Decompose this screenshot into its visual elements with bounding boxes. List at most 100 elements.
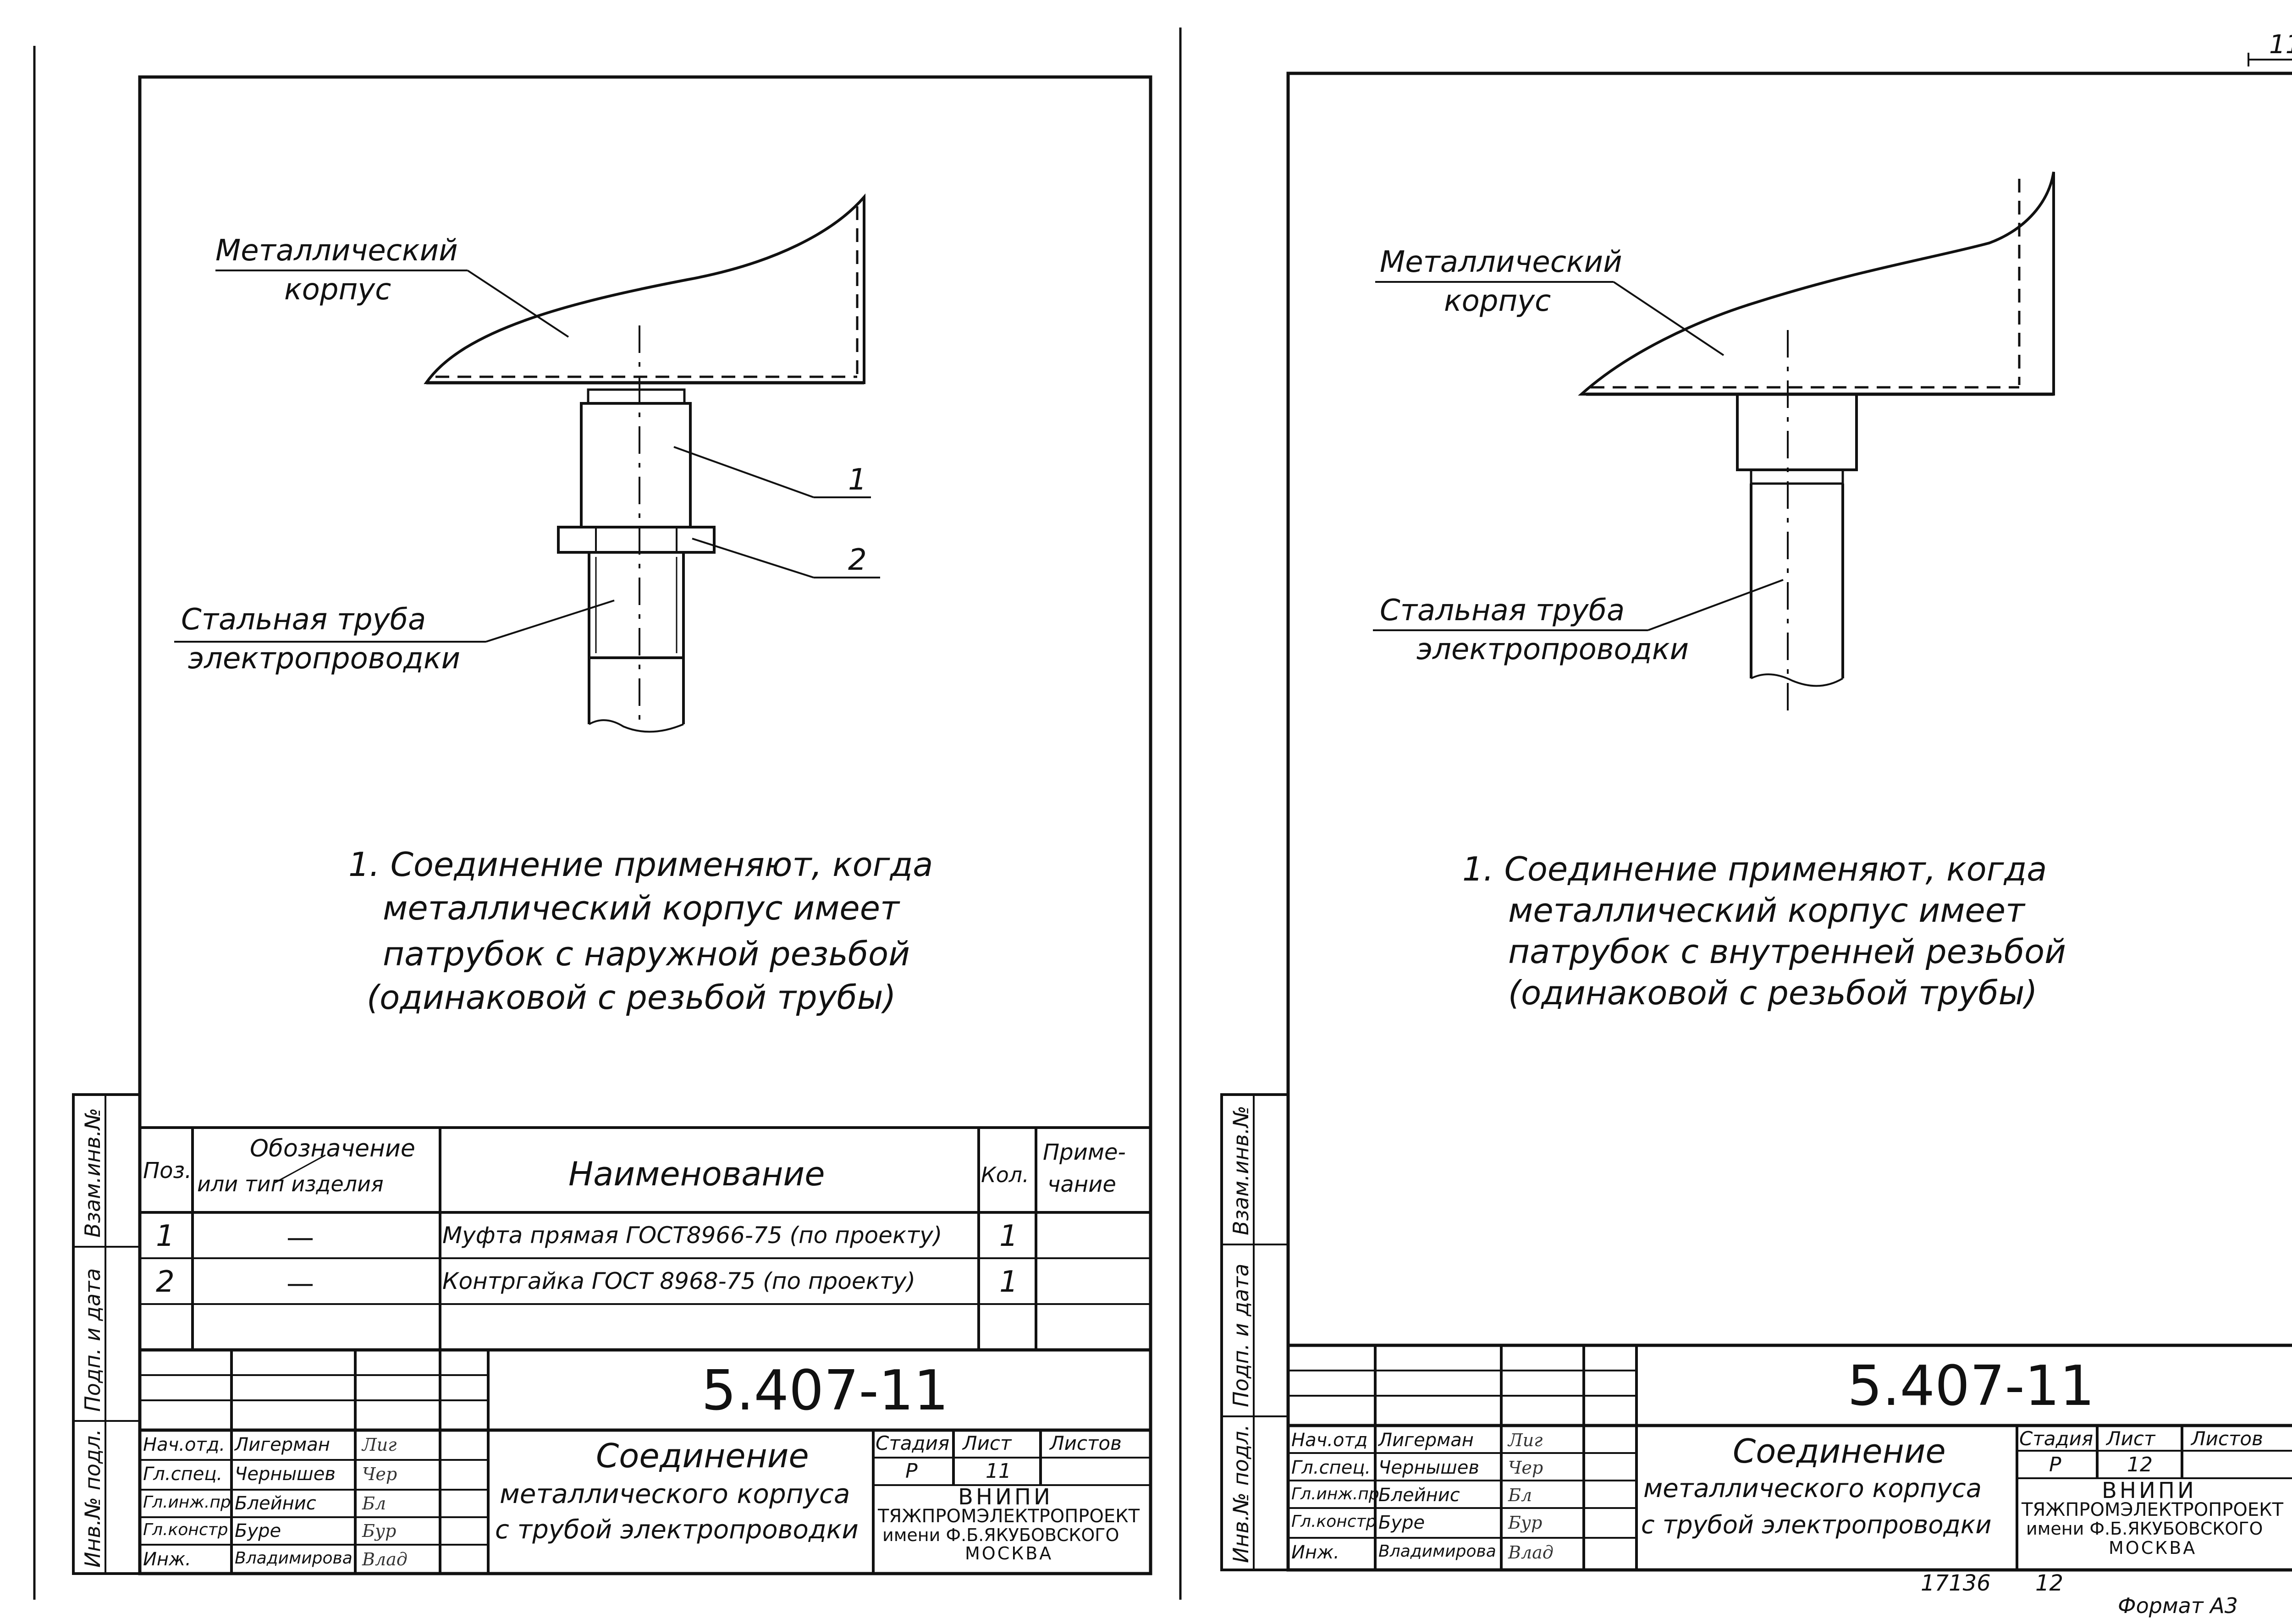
staff-role: Нач.отд [1291, 1430, 1368, 1451]
org-line3: имени Ф.Б.ЯКУБОВСКОГО [882, 1525, 1119, 1545]
callout-metal-body: Металлический [215, 234, 458, 268]
callout-metal-body-2: корпус [1444, 284, 1551, 318]
spec-row2-pos: 2 [156, 1265, 175, 1299]
staff-role: Нач.отд. [143, 1434, 226, 1455]
stage-label: Стадия [876, 1432, 950, 1454]
staff-role: Гл.спец. [1291, 1457, 1371, 1478]
staff-name: Лигерман [235, 1434, 330, 1455]
org-line1: ВНИПИ [958, 1484, 1053, 1510]
spec-row1-name: Муфта прямая ГОСТ8966-75 (по проекту) [442, 1222, 942, 1249]
sheet-value: 12 [2127, 1453, 2153, 1476]
staff-role: Гл.инж.пр [143, 1493, 231, 1512]
nipple-right [1736, 393, 1858, 471]
callout-metal-body-2: корпус [284, 273, 391, 307]
spec-header-note-2: чание [1047, 1172, 1116, 1197]
coupling-pos1 [580, 402, 692, 528]
spec-row2-qty: 1 [999, 1265, 1018, 1299]
document-code: 5.407-11 [1847, 1354, 2095, 1418]
title-line3: с трубой электропроводки [1641, 1510, 1992, 1539]
metal-body-outline-right [1578, 171, 2055, 396]
stage-value: Р [2049, 1453, 2061, 1476]
staff-name: Буре [235, 1520, 281, 1541]
sheet-value: 11 [986, 1459, 1011, 1483]
archive-number: 17136 [1921, 1570, 1991, 1596]
note-line: патрубок с наружной резьбой [383, 935, 910, 973]
right-sheet-frame [1286, 72, 2292, 1572]
page-number: 11 [2269, 30, 2292, 60]
staff-signature: Влад [362, 1549, 408, 1569]
footer-sheet-number: 12 [2035, 1570, 2064, 1596]
staff-signature: Лиг [1508, 1430, 1543, 1450]
staff-name: Блейнис [1378, 1485, 1460, 1506]
staff-signature: Чер [362, 1464, 397, 1484]
staff-role: Гл.спец. [143, 1464, 223, 1485]
callout-pipe: Стальная труба [181, 603, 426, 637]
org-line4: МОСКВА [2109, 1538, 2197, 1558]
org-line4: МОСКВА [965, 1543, 1053, 1563]
staff-role: Инж. [143, 1549, 191, 1570]
org-line1: ВНИПИ [2102, 1478, 2197, 1503]
note-line: (одинаковой с резьбой трубы) [1508, 974, 2038, 1012]
right-side-stamp [1220, 1093, 1289, 1571]
note-line: патрубок с внутренней резьбой [1508, 932, 2066, 971]
side-label-original-inv: Инв.№ подл. [80, 1429, 105, 1568]
staff-signature: Чер [1508, 1458, 1543, 1478]
side-label-sign-date: Подп. и дата [80, 1268, 105, 1412]
staff-signature: Лиг [362, 1435, 397, 1455]
side-label-replacement-inv: Взам.инв.№ [80, 1107, 105, 1238]
pipe-thread-left [588, 551, 685, 659]
left-sheet-frame [138, 75, 1152, 1575]
locknut-pos2 [557, 526, 716, 554]
staff-signature: Бур [1508, 1513, 1543, 1533]
staff-role: Гл.констр [143, 1520, 228, 1539]
title-line2: металлического корпуса [500, 1478, 850, 1509]
staff-signature: Бур [362, 1521, 397, 1541]
org-line2: ТЯЖПРОМЭЛЕКТРОПРОЕКТ [2022, 1499, 2284, 1520]
staff-name: Чернышев [1378, 1457, 1479, 1478]
note-line: металлический корпус имеет [1508, 891, 2025, 930]
staff-role: Гл.констр [1291, 1512, 1377, 1531]
side-label-original-inv: Инв.№ подл. [1229, 1424, 1253, 1563]
side-label-replacement-inv: Взам.инв.№ [1229, 1105, 1253, 1235]
staff-role: Гл.инж.пр [1291, 1485, 1379, 1503]
spec-row1-designation: — [286, 1222, 314, 1254]
title-line3: с трубой электропроводки [495, 1515, 859, 1545]
staff-signature: Бл [362, 1493, 386, 1514]
callout-metal-body: Металлический [1380, 245, 1622, 279]
staff-name: Чернышев [235, 1464, 336, 1485]
sheet-label: Лист [2106, 1427, 2155, 1450]
staff-name: Буре [1378, 1512, 1425, 1533]
staff-role: Инж. [1291, 1542, 1339, 1563]
spec-header-qty: Кол. [981, 1162, 1029, 1187]
note-line: 1. Соединение применяют, когда [1462, 850, 2047, 888]
sheets-count-label: Листов [2191, 1427, 2263, 1450]
staff-name: Лигерман [1378, 1430, 1474, 1451]
title-line1: Соединение [1733, 1432, 1946, 1470]
spec-header-designation-2: или тип изделия [197, 1172, 384, 1196]
note-line: металлический корпус имеет [383, 889, 899, 927]
spec-header-pos: Поз. [143, 1158, 192, 1184]
staff-name: Блейнис [235, 1493, 316, 1514]
sheet-label: Лист [963, 1432, 1012, 1454]
org-line2: ТЯЖПРОМЭЛЕКТРОПРОЕКТ [878, 1506, 1140, 1527]
spec-header-note: Приме- [1043, 1140, 1126, 1165]
title-line1: Соединение [596, 1437, 809, 1475]
stage-value: Р [905, 1459, 918, 1483]
spec-header-designation: Обозначение [250, 1135, 415, 1162]
spec-header-name: Наименование [568, 1155, 825, 1193]
paper-format: Формат А3 [2118, 1593, 2238, 1618]
spec-row2-name: Контргайка ГОСТ 8968-75 (по проекту) [442, 1268, 916, 1294]
sheets-count-label: Листов [1050, 1432, 1122, 1454]
stage-label: Стадия [2019, 1427, 2094, 1450]
org-line3: имени Ф.Б.ЯКУБОВСКОГО [2026, 1519, 2263, 1539]
staff-name: Владимирова [1378, 1542, 1496, 1561]
staff-signature: Влад [1508, 1542, 1554, 1563]
callout-pipe-2: электропроводки [188, 642, 461, 676]
spec-row1-pos: 1 [156, 1219, 175, 1253]
callout-pipe-2: электропроводки [1416, 633, 1689, 666]
callout-pipe: Стальная труба [1380, 594, 1625, 628]
title-line2: металлического корпуса [1643, 1474, 1982, 1503]
spec-row1-qty: 1 [999, 1219, 1018, 1253]
side-label-sign-date: Подп. и дата [1229, 1263, 1253, 1407]
note-line: (одинаковой с резьбой трубы) [367, 978, 896, 1017]
